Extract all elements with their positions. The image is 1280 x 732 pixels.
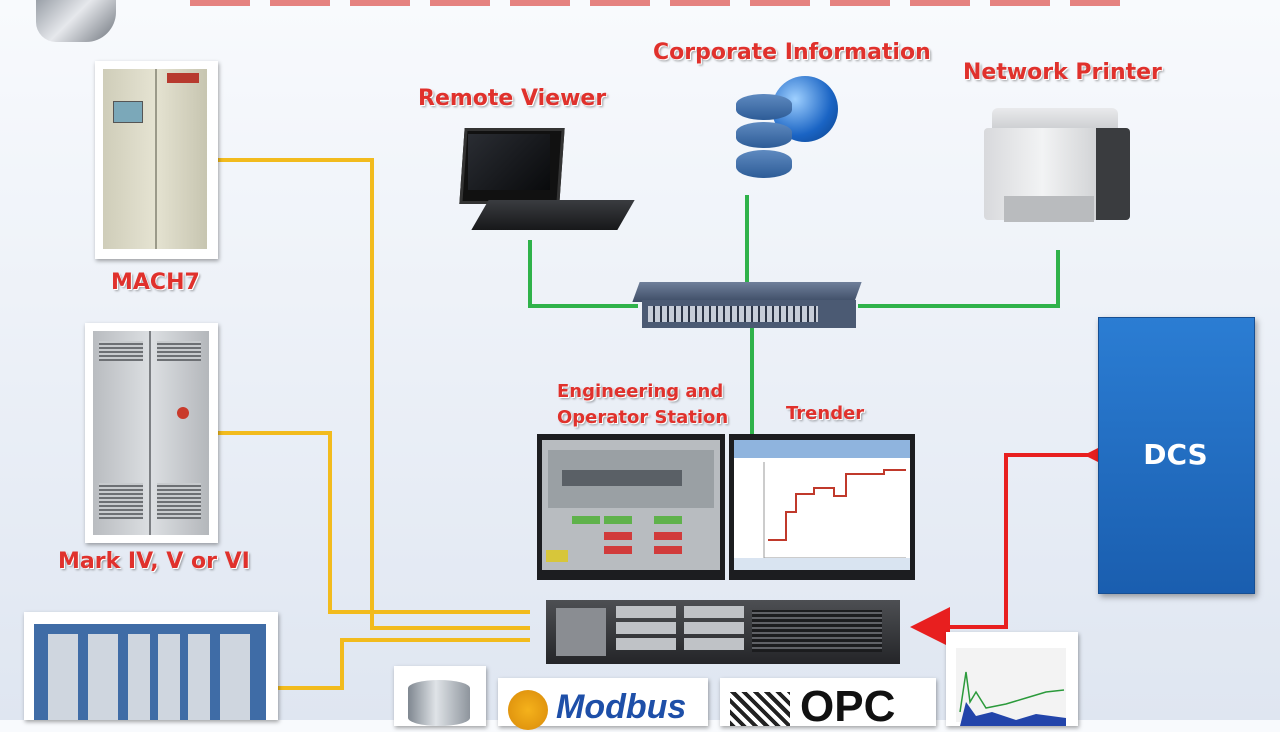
network-printer-label: Network Printer (963, 60, 1162, 85)
mark-label: Mark IV, V or VI (58, 549, 250, 574)
mach7-label: MACH7 (111, 270, 200, 295)
printer-icon (984, 108, 1132, 236)
link-printer-switch (858, 250, 1060, 308)
title-fragment (190, 0, 1120, 6)
remote-viewer-label: Remote Viewer (418, 86, 607, 111)
mark-cabinet (85, 323, 218, 543)
engineering-label-line2: Operator Station (557, 407, 729, 428)
modbus-logo: Modbus (498, 678, 708, 730)
database-globe-icon (736, 76, 840, 184)
modbus-text: Modbus (556, 688, 687, 726)
network-switch (632, 282, 862, 330)
mach7-cabinet (95, 61, 218, 259)
database-thumbnail (394, 666, 486, 726)
chart-thumbnail (946, 632, 1078, 726)
dcs-box (1098, 317, 1255, 594)
opc-text: OPC (800, 682, 896, 731)
opc-logo: OPC (720, 678, 936, 731)
trender-label: Trender (786, 403, 865, 424)
company-logo (36, 0, 116, 42)
corporate-info-label: Corporate Information (653, 40, 931, 65)
relay-rack (24, 612, 278, 720)
trender-monitor (729, 434, 915, 580)
link-mach7-server (214, 158, 530, 630)
engineering-label-line1: Engineering and (557, 381, 724, 402)
dcs-label: DCS (1143, 438, 1208, 471)
spectrum-chart (959, 671, 1066, 726)
server (546, 600, 900, 664)
link-dcs-server (910, 435, 1124, 647)
laptop-icon (458, 128, 635, 236)
link-laptop-switch (528, 240, 638, 308)
hmi-monitor (537, 434, 725, 580)
link-relay-server (272, 638, 530, 690)
trend-chart (763, 462, 906, 559)
link-mark-server (214, 431, 530, 614)
